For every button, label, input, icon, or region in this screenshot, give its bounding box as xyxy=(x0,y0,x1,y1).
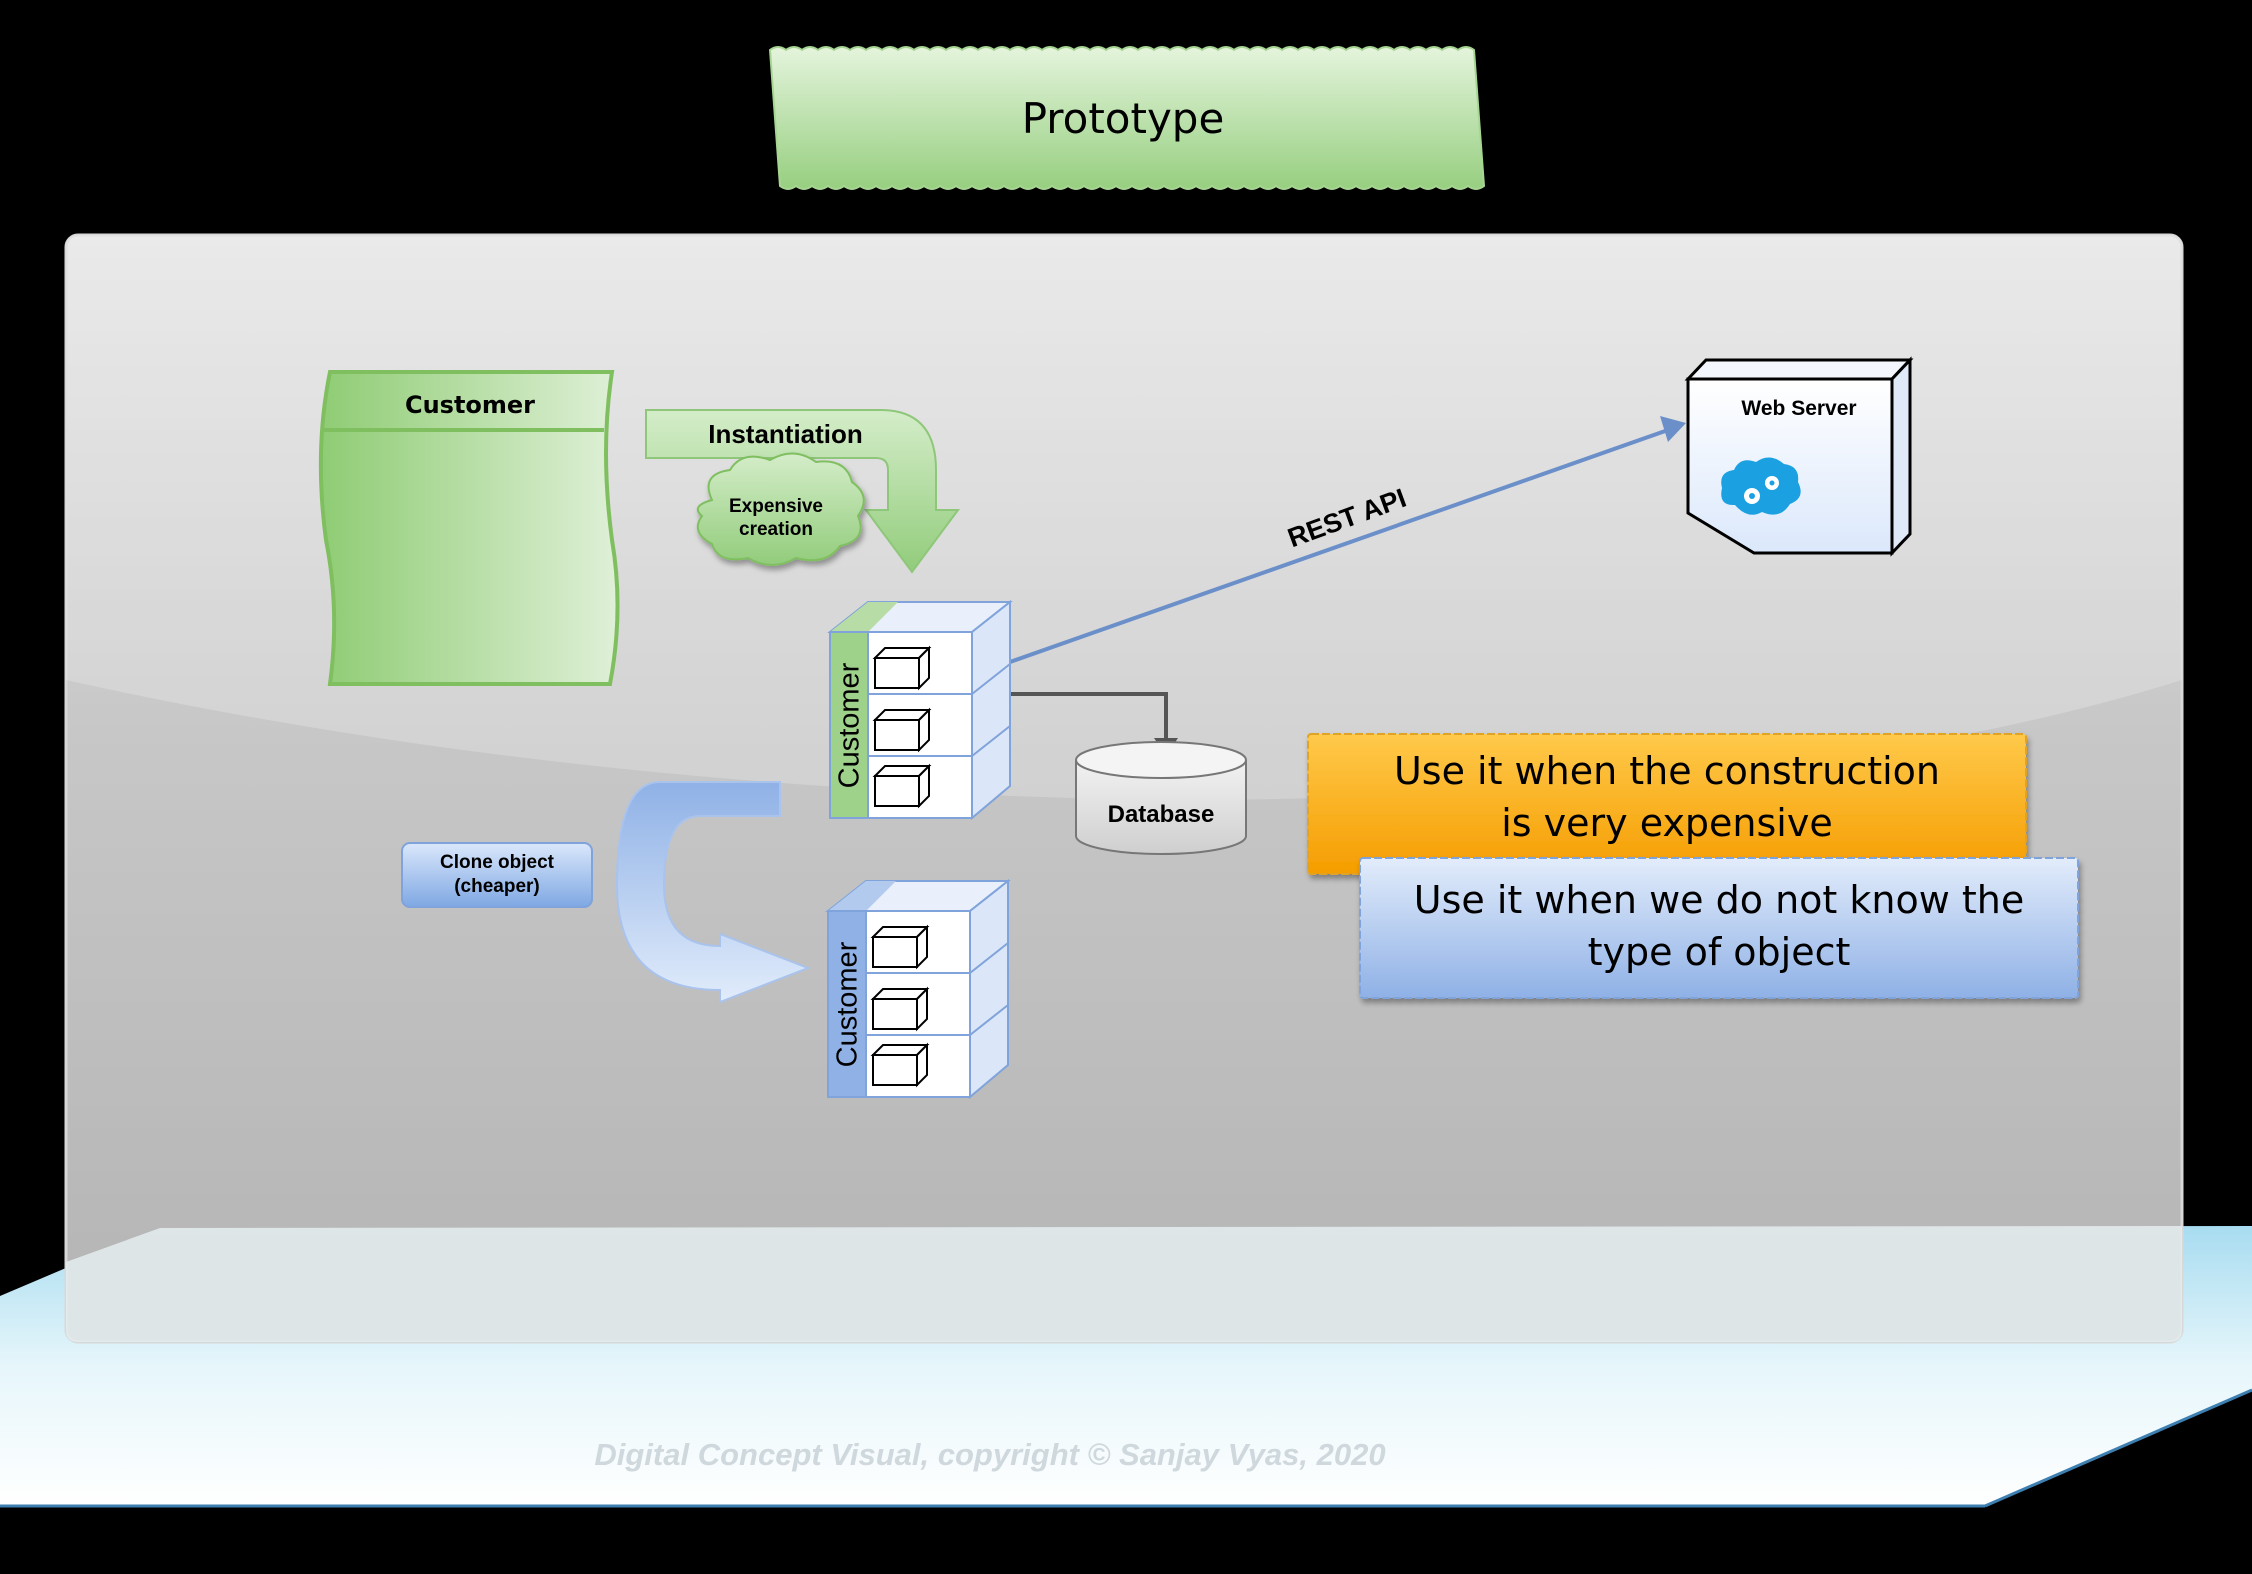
expensive-creation-label: Expensive creation xyxy=(729,496,823,540)
customer-object-clone xyxy=(825,878,1011,1100)
note-expensive-construction: Use it when the construction is very exp… xyxy=(1393,749,1941,845)
instantiation-label: Instantiation xyxy=(708,418,863,449)
database-label: Database xyxy=(1107,801,1215,828)
rest-api-connector xyxy=(1009,428,1669,664)
title-banner xyxy=(768,46,1486,190)
instantiation-arrow xyxy=(645,409,960,574)
note-blue xyxy=(1359,857,2079,999)
expensive-creation-cloud xyxy=(696,452,865,566)
customer-object-original-label: Customer xyxy=(833,662,866,788)
cloud-gears-icon xyxy=(1721,457,1801,515)
database-connector xyxy=(1010,692,1168,742)
web-server-node xyxy=(1684,356,1914,557)
customer-class-shape xyxy=(318,370,620,686)
customer-class-label: Customer xyxy=(404,391,536,419)
customer-object-original xyxy=(827,599,1013,821)
clone-label-box xyxy=(401,842,593,908)
database-cylinder xyxy=(1075,741,1247,855)
copyright-footer: Digital Concept Visual, copyright © Sanj… xyxy=(594,1437,1386,1472)
clone-arrow xyxy=(615,781,811,1004)
clone-object-label: Clone object (cheaper) xyxy=(439,852,554,897)
note-unknown-type: Use it when we do not know the type of o… xyxy=(1413,878,2025,974)
web-server-label: Web Server xyxy=(1741,397,1857,420)
customer-object-clone-label: Customer xyxy=(831,941,864,1067)
diagram-title: Prototype xyxy=(1021,93,1225,143)
